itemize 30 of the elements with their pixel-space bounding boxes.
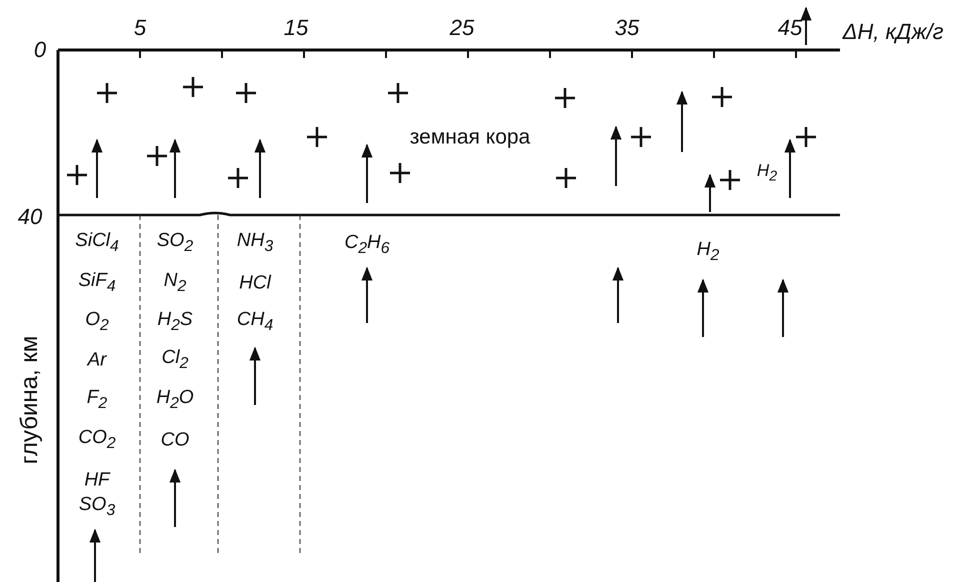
formula-label: HCl bbox=[239, 274, 271, 292]
formula-label: C$_{2}$H$_{6}$ bbox=[344, 233, 390, 257]
formula-label: SiF$_{4}$ bbox=[78, 271, 116, 295]
formula-label: CO bbox=[160, 430, 190, 450]
formula-label: H$_{2}$S bbox=[157, 310, 193, 334]
formula-label: CH$_{4}$ bbox=[236, 310, 274, 334]
tick-label: 5 bbox=[134, 17, 146, 39]
axis-title: ΔH, кДж/г bbox=[842, 21, 944, 43]
tick-label: 45 bbox=[778, 17, 802, 39]
formula-label: HF bbox=[84, 470, 110, 490]
region-label: земная кора bbox=[410, 126, 530, 148]
formula-label: H$_{2}$ bbox=[696, 240, 720, 264]
tick-label: 0 bbox=[34, 39, 46, 61]
formula-label: H$_{2}$ bbox=[756, 162, 778, 184]
tick-label: 25 bbox=[450, 17, 474, 39]
formula-label: SO$_{2}$ bbox=[156, 231, 194, 255]
formula-label: O$_{2}$ bbox=[85, 310, 109, 334]
formula-label: N$_{2}$ bbox=[164, 271, 186, 295]
tick-label: 35 bbox=[614, 17, 640, 39]
formula-label: SiCl$_{4}$ bbox=[75, 231, 119, 255]
tick-label: 15 bbox=[284, 17, 308, 39]
formula-label: SO$_{3}$ bbox=[78, 495, 116, 519]
axis-title: глубина, км bbox=[18, 336, 42, 464]
formula-label: Cl$_{2}$ bbox=[162, 348, 188, 372]
formula-label: Ar bbox=[88, 350, 106, 370]
formula-label: H$_{2}$O bbox=[156, 388, 194, 412]
formula-label: NH$_{3}$ bbox=[236, 231, 274, 255]
formula-label: F$_{2}$ bbox=[86, 388, 108, 412]
formula-label: CO$_{2}$ bbox=[78, 428, 116, 452]
tick-label: 40 bbox=[18, 206, 42, 228]
